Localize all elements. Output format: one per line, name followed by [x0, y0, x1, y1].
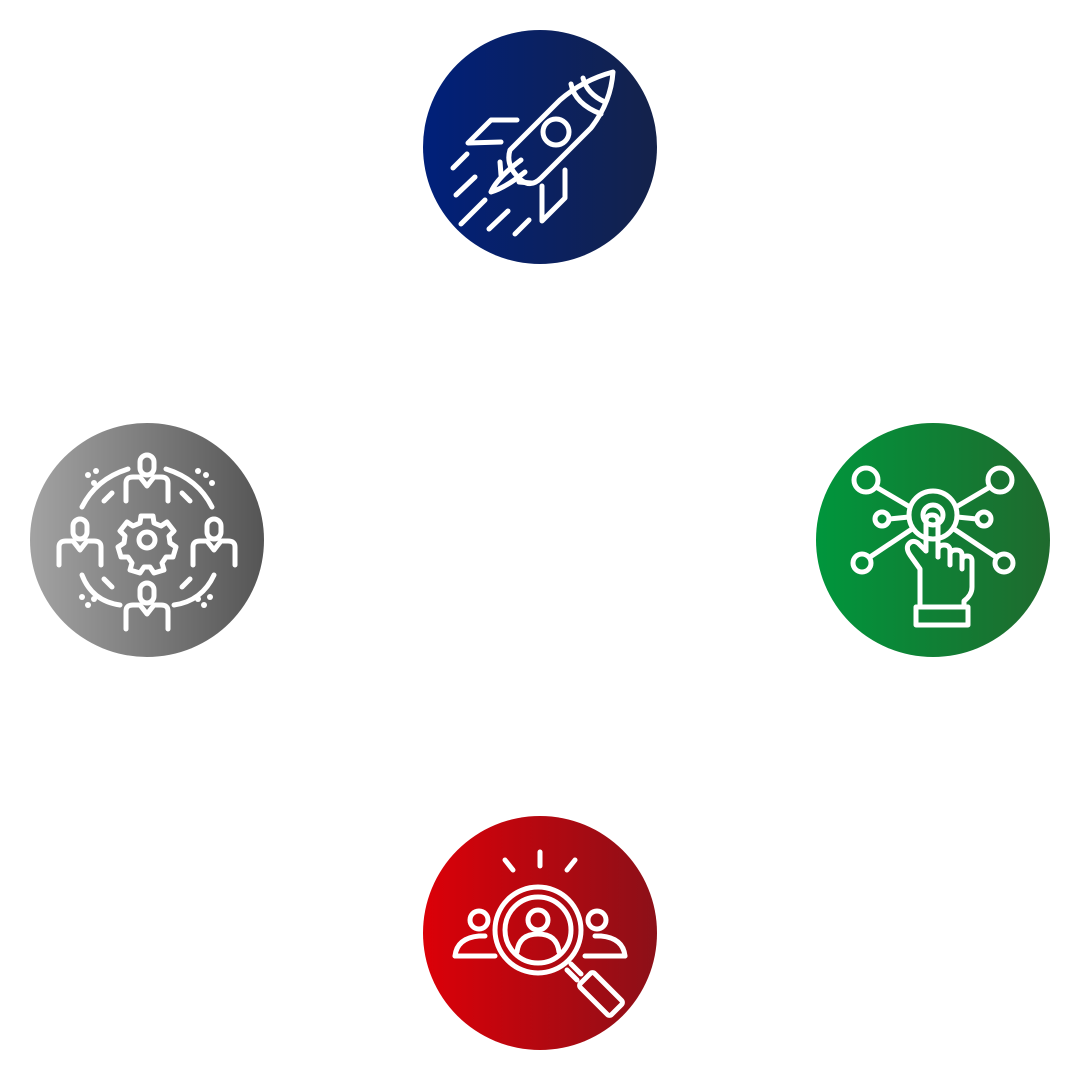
touch-network-badge [816, 423, 1050, 657]
people-search-glyph [452, 849, 628, 1018]
team-network-badge [30, 423, 264, 657]
touch-network-icon [816, 423, 1050, 657]
badge-background [423, 30, 657, 264]
rocket-badge [423, 30, 657, 264]
rocket-icon [423, 30, 657, 264]
touch-network-glyph [850, 465, 1016, 628]
people-search-icon [423, 816, 657, 1050]
team-network-gear-icon [30, 423, 264, 657]
team-glyph [59, 455, 235, 629]
people-search-badge [423, 816, 657, 1050]
rocket-glyph [450, 69, 616, 237]
